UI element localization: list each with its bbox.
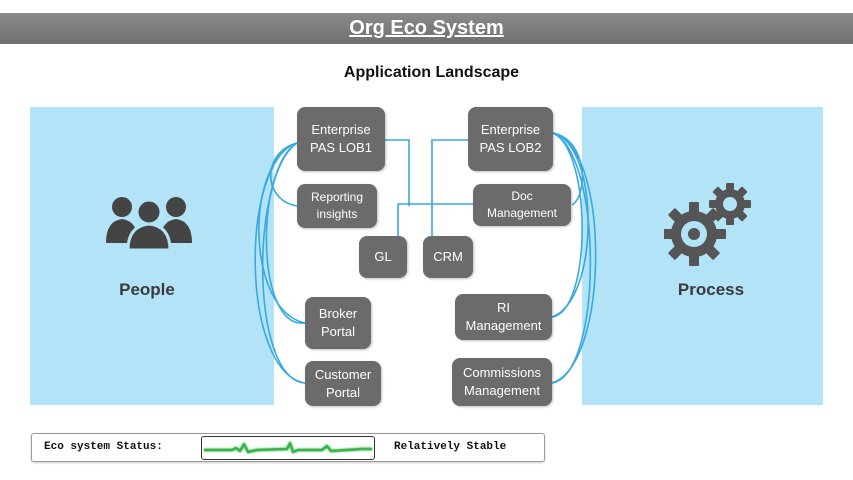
reporting-insights-label: Reporting insights [310,190,364,221]
process-panel [582,107,823,405]
status-value: Relatively Stable [394,441,507,453]
status-graph [201,436,375,460]
status-label: Eco system Status: [44,441,163,453]
connector-lob1-reporting [270,142,298,207]
crm-box[interactable]: CRM [423,236,473,278]
people-panel [30,107,274,405]
enterprise-pas-lob2-label: Enterprise PAS LOB2 [479,122,542,155]
gl-box[interactable]: GL [359,236,407,278]
customer-portal-box[interactable]: Customer Portal [305,361,381,406]
enterprise-pas-lob2-box[interactable]: Enterprise PAS LOB2 [468,107,553,171]
gears-icon [664,183,751,266]
ri-management-box[interactable]: RI Management [455,294,552,340]
connector-lob2-crm [431,139,470,236]
connector-lob2-commissions [551,132,597,384]
doc-management-box[interactable]: Doc Management [473,184,571,226]
broker-portal-label: Broker Portal [318,306,358,339]
connector-lob2-commissions-2 [551,132,592,384]
people-label: People [119,280,175,299]
connector-lob1-customer-2 [261,142,306,384]
doc-management-label: Doc Management [486,189,558,220]
ri-management-label: RI Management [465,300,542,333]
crm-label: CRM [433,249,463,264]
eco-system-status-box: Eco system Status: Relatively Stable [31,433,545,462]
broker-portal-box[interactable]: Broker Portal [305,297,371,349]
gl-label: GL [374,249,392,264]
diagram-subtitle: Application Landscape [343,64,520,81]
commissions-management-label: Commissions Management [462,365,541,398]
connector-lob2-ri-2 [551,132,583,318]
title-bar: Org Eco System [0,13,853,44]
enterprise-pas-lob1-box[interactable]: Enterprise PAS LOB1 [297,107,385,171]
status-pulse-line [204,441,372,454]
connector-lob1-broker-2 [265,142,306,324]
enterprise-pas-lob1-label: Enterprise PAS LOB1 [310,122,372,155]
reporting-insights-box[interactable]: Reporting insights [297,184,377,228]
people-icon [106,197,192,251]
connector-doc-gl [397,203,473,236]
connector-lob1-gl [385,139,410,206]
commissions-management-box[interactable]: Commissions Management [452,358,552,406]
process-label: Process [677,280,745,299]
customer-portal-label: Customer Portal [314,366,372,400]
page-title: Org Eco System [349,17,504,39]
